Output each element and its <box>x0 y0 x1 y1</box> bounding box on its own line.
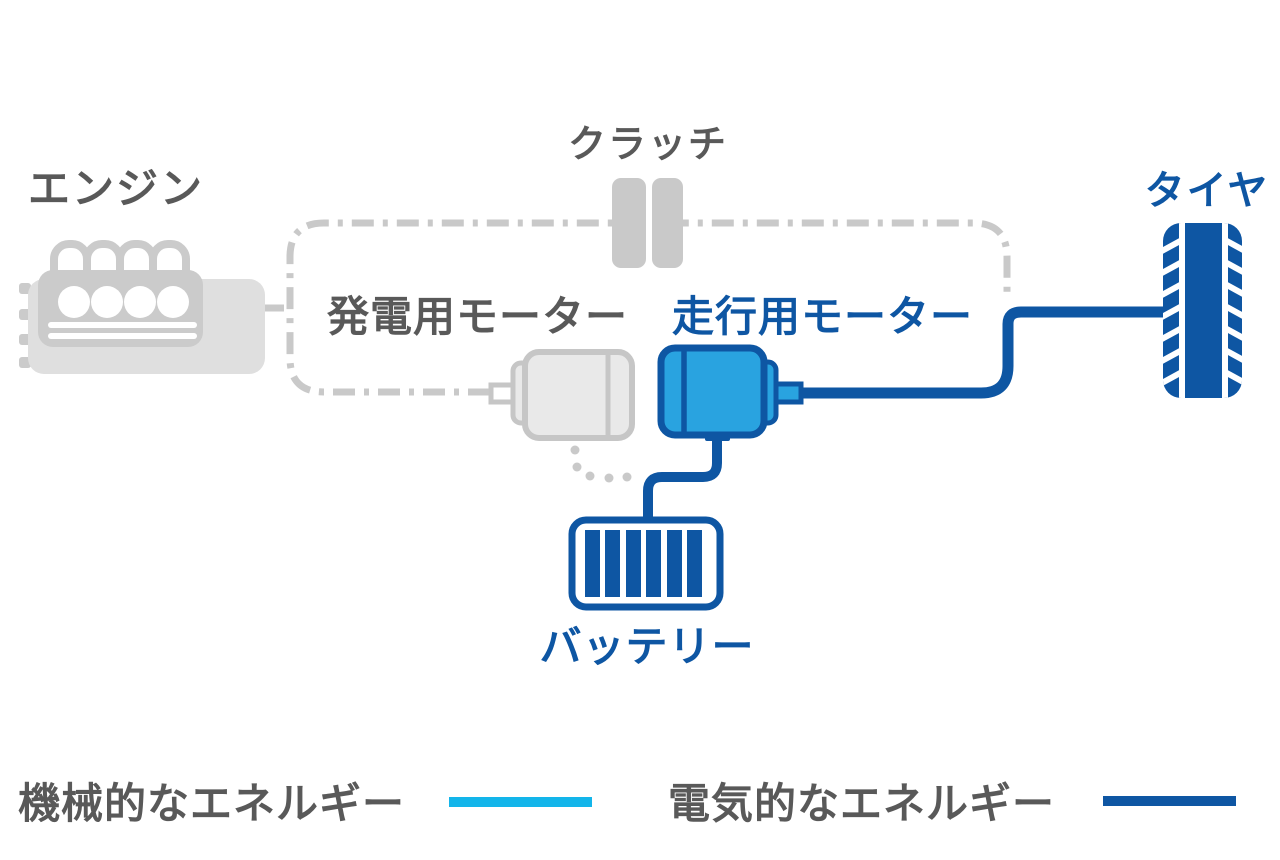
legend: 機械的なエネルギー 電気的なエネルギー <box>18 780 1236 827</box>
battery-label: バッテリー <box>539 623 754 670</box>
generator-motor-icon <box>488 349 635 441</box>
legend-electrical-line <box>1103 796 1236 806</box>
clutch-label: クラッチ <box>568 124 728 166</box>
tire-label: タイヤ <box>1145 169 1270 213</box>
legend-mechanical-label: 機械的なエネルギー <box>18 780 405 827</box>
generator-to-battery-dotted-arc <box>570 445 632 483</box>
generator-motor-label: 発電用モーター <box>327 293 628 340</box>
drive-motor-icon <box>657 344 804 441</box>
drive-motor-label: 走行用モーター <box>672 293 973 340</box>
legend-electrical-label: 電気的なエネルギー <box>668 780 1055 827</box>
clutch-icon <box>612 178 683 268</box>
battery-icon <box>568 516 724 611</box>
motor-to-tire-line <box>795 306 1167 399</box>
engine-label: エンジン <box>28 165 204 212</box>
engine-icon <box>19 240 265 374</box>
tire-icon <box>1163 223 1242 398</box>
motor-to-battery-line <box>643 428 722 523</box>
legend-mechanical-line <box>449 797 592 807</box>
powertrain-boundary-dashed-box <box>286 219 1011 396</box>
